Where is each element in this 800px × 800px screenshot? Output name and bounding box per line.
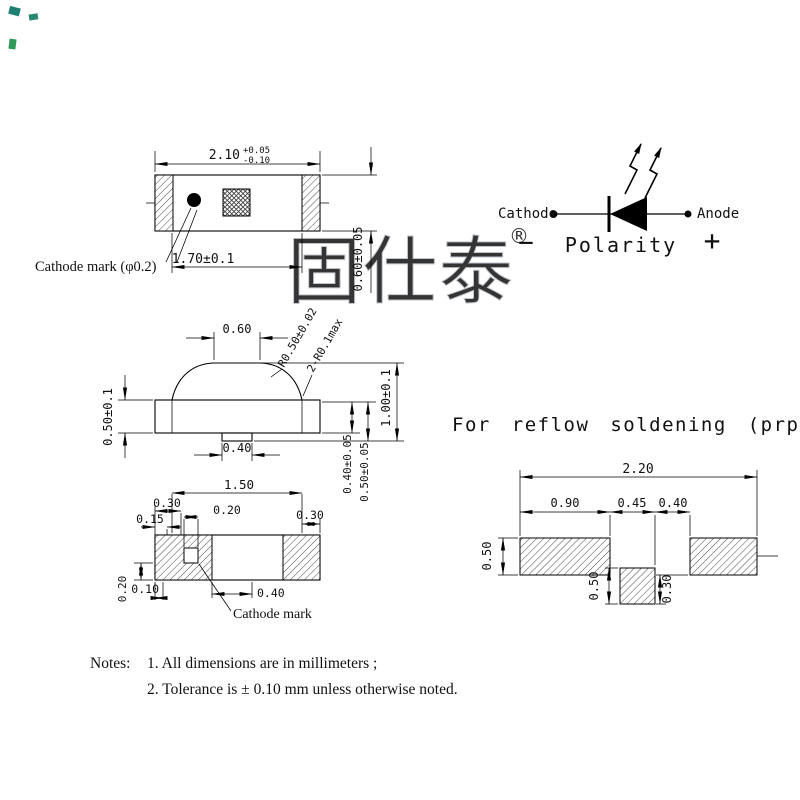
- dim-width-value: 2.10: [209, 148, 240, 163]
- package-body-side: [154, 399, 321, 434]
- cathode-terminal-dot: [550, 210, 558, 218]
- dim-center-pad-value: 0.40: [257, 586, 285, 600]
- minus-sign: −: [518, 228, 534, 258]
- dim-base-height-value: 0.50±0.1: [101, 388, 115, 446]
- dim-terminal-height-value: 0.40±0.05: [341, 434, 354, 494]
- dim-reflow-center-height-value: 0.50: [587, 572, 601, 601]
- dim-reflow-total: 2.20: [519, 462, 758, 536]
- diode-triangle-icon: [610, 197, 647, 231]
- notes-line-2: 2. Tolerance is ± 0.10 mm unless otherwi…: [147, 681, 458, 698]
- dim-end-right: 0.30: [296, 508, 324, 533]
- dim-reflow-gap-value: 0.45: [618, 496, 647, 510]
- dim-pad-width: 0.40: [194, 441, 280, 461]
- dim-body-height: 0.60±0.05: [322, 147, 377, 293]
- pad-right: [282, 534, 321, 581]
- dim-terminal-height: 0.40±0.05: [322, 401, 376, 494]
- led-chip: [222, 188, 251, 217]
- dim-end-left: 0.30: [153, 496, 182, 535]
- dim-body-height-value: 0.60±0.05: [351, 226, 365, 291]
- registered-icon: ®: [509, 224, 529, 248]
- cathode-mark-label-bottom: Cathode mark: [233, 607, 312, 622]
- cathode-label: Cathode: [498, 206, 557, 222]
- watermark: 固仕泰 ®: [287, 224, 530, 316]
- plus-sign: +: [704, 224, 721, 257]
- dim-total-height: 1.00±0.1: [254, 362, 404, 442]
- bottom-view: 1.50 0.30 0.15 0.20 0.30: [116, 477, 324, 622]
- dim-base-height: 0.50±0.1: [101, 375, 153, 458]
- dim-notch-width: 0.20: [183, 503, 241, 547]
- reflow-title: For reflow soldening (prpo: [452, 414, 800, 436]
- dim-end-left-value: 0.30: [153, 496, 181, 510]
- dim-width-tol-plus: +0.05: [243, 146, 270, 156]
- side-view: 0.60 R0.50±0.02 2-R0.1max 1.00±0.1 0.50±…: [101, 306, 404, 502]
- dim-reflow-center-value: 0.40: [659, 496, 688, 510]
- dim-pad-width-value: 0.40: [223, 441, 252, 455]
- dim-length-value: 1.50: [224, 477, 254, 492]
- anode-label: Anode: [697, 206, 739, 222]
- light-emission-bolt-icon: [624, 143, 642, 195]
- anode-terminal-dot: [684, 210, 692, 218]
- dim-reflow-offset: 0.30: [656, 574, 688, 605]
- dome: [171, 362, 303, 401]
- dim-length: 1.50: [171, 477, 303, 533]
- cathode-mark-label: Cathode mark (φ0.2): [35, 259, 157, 275]
- dim-standoff-height: 0.50±0.05: [358, 401, 371, 502]
- dim-gap-value: 0.10: [131, 582, 159, 596]
- dim-end-right-value: 0.30: [296, 508, 324, 522]
- notes: Notes: 1. All dimensions are in millimet…: [90, 655, 458, 698]
- dim-notch-offset-value: 0.15: [136, 512, 164, 526]
- reflow-pad-right: [689, 537, 758, 576]
- dim-reflow-offset-value: 0.30: [660, 575, 674, 604]
- dim-reflow-center-height: 0.50: [587, 567, 618, 605]
- top-view: 2.10 +0.05 -0.10 1.70±0.1 0.60±0.05 Cath…: [35, 146, 377, 293]
- dim-reflow-total-value: 2.20: [622, 462, 653, 477]
- dim-center-pad: 0.40: [211, 582, 285, 600]
- dim-notch-width-value: 0.20: [213, 503, 241, 517]
- cathode-mark-callout: Cathode mark (φ0.2): [35, 207, 198, 275]
- light-emission-bolt-icon: [644, 147, 662, 199]
- notes-label: Notes:: [90, 655, 130, 672]
- cathode-notch: [183, 547, 199, 564]
- dim-dome-top: 0.60: [186, 322, 288, 360]
- dim-reflow-pad-height: 0.50: [480, 537, 518, 576]
- bottom-pad-side: [221, 432, 253, 442]
- dim-inner: 1.70±0.1: [171, 233, 303, 273]
- corner-marks: [8, 5, 39, 50]
- dim-gap: 0.10: [131, 582, 168, 601]
- dim-dome-top-value: 0.60: [223, 322, 252, 336]
- terminal-right: [301, 174, 321, 232]
- dim-reflow-pad-value: 0.90: [551, 496, 580, 510]
- cathode-mark-callout-bottom: Cathode mark: [198, 563, 312, 622]
- notes-line-1: 1. All dimensions are in millimeters ;: [147, 655, 377, 672]
- dim-inner-value: 1.70±0.1: [172, 252, 235, 267]
- dim-reflow-pad-height-value: 0.50: [480, 542, 494, 571]
- dim-strip-value: 0.20: [116, 576, 129, 603]
- reflow-pad-center: [619, 567, 656, 605]
- terminal-left: [154, 174, 174, 232]
- dim-width: 2.10 +0.05 -0.10: [154, 146, 321, 172]
- cathode-dot: [187, 193, 201, 207]
- reflow-section: For reflow soldening (prpo 2.20 0.90 0.4…: [452, 414, 800, 605]
- polarity-diagram: Cathode Anode − Polarity +: [498, 143, 739, 258]
- dim-standoff-height-value: 0.50±0.05: [358, 442, 371, 502]
- dim-strip: 0.20: [116, 562, 153, 603]
- dim-width-tol-minus: -0.10: [243, 156, 270, 166]
- dim-reflow-row: 0.90 0.45 0.40: [519, 496, 691, 565]
- watermark-text: 固仕泰: [287, 229, 515, 315]
- dim-notch-offset: 0.15: [136, 512, 181, 535]
- polarity-title: Polarity: [565, 233, 677, 257]
- dim-total-height-value: 1.00±0.1: [379, 369, 393, 427]
- reflow-pad-left: [519, 537, 611, 576]
